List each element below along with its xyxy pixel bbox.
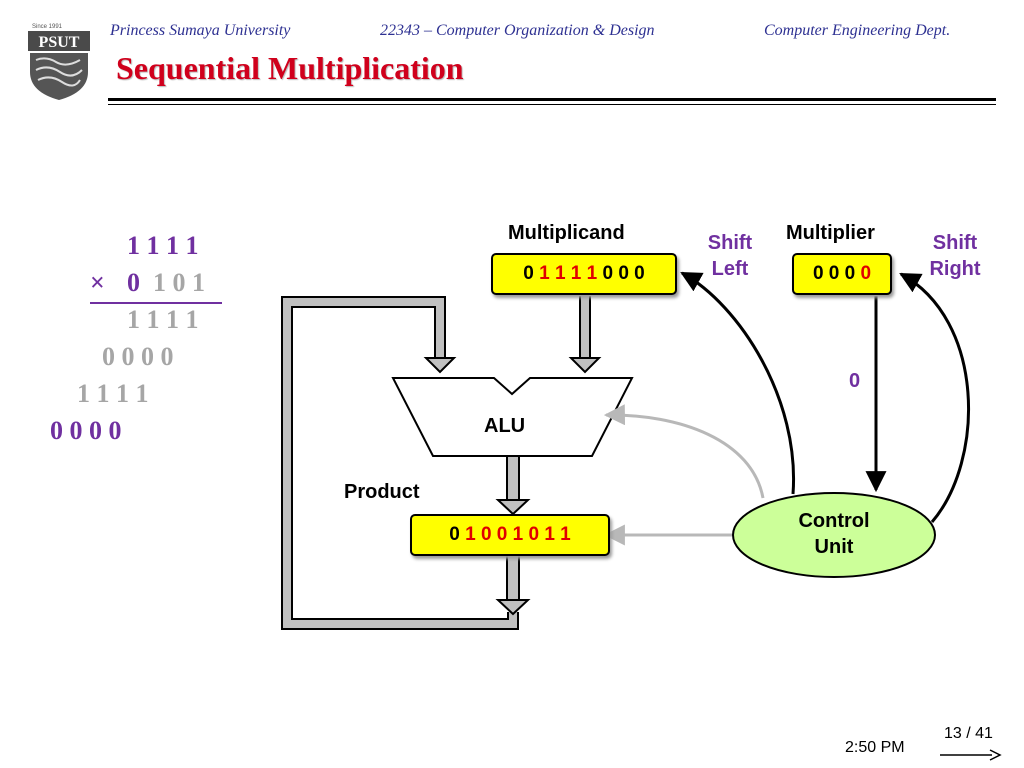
multiplier-reg-first: 0 0 0 bbox=[812, 263, 856, 284]
control-to-alu-arrow bbox=[603, 404, 765, 499]
bus-alu-left-input bbox=[423, 308, 457, 374]
multiplier-reg-highlight: 0 bbox=[860, 263, 872, 284]
shift-left-label: Shift Left bbox=[707, 232, 753, 280]
mult-multiplier-done: 1 0 1 bbox=[153, 268, 205, 297]
product-reg-first: 0 bbox=[449, 524, 460, 545]
bus-alu-to-product bbox=[495, 452, 531, 516]
multiplicand-label: Multiplicand bbox=[508, 222, 625, 244]
multiplicand-reg-highlight: 1 1 1 1 bbox=[539, 263, 598, 284]
logo-text: PSUT bbox=[39, 34, 80, 51]
shift-left-control-arrow bbox=[680, 271, 796, 495]
multiplicand-register: 0 1 1 1 1 0 0 0 bbox=[491, 253, 677, 295]
multiplicand-reg-rest: 0 0 0 bbox=[602, 263, 645, 284]
logo-since-text: Since 1991 bbox=[32, 24, 63, 30]
header-university: Princess Sumaya University bbox=[110, 22, 291, 39]
psut-logo: Since 1991 PSUT bbox=[28, 24, 90, 100]
mult-multiplier-active: 0 bbox=[127, 268, 140, 297]
footer-page-number: 13 / 41 bbox=[944, 725, 993, 742]
header-course: 22343 – Computer Organization & Design bbox=[380, 22, 655, 39]
bus-alu-right-input bbox=[568, 294, 602, 374]
control-unit-shape bbox=[732, 492, 936, 578]
product-reg-highlight: 1 0 0 1 0 1 1 bbox=[465, 524, 571, 545]
mult-partial-4: 0 0 0 0 bbox=[50, 416, 122, 445]
mult-underline bbox=[90, 302, 222, 304]
footer-time: 2:50 PM bbox=[845, 739, 905, 756]
slide-title: Sequential Multiplication bbox=[116, 50, 464, 86]
control-unit-label: Control Unit bbox=[798, 510, 870, 558]
multiplier-bit-out-label: 0 bbox=[849, 370, 861, 392]
multiplier-label: Multiplier bbox=[786, 222, 875, 244]
title-rule-thin bbox=[108, 104, 996, 105]
mult-multiplicand: 1 1 1 1 bbox=[127, 231, 199, 260]
shift-right-control-arrow bbox=[899, 272, 971, 523]
bus-product-output bbox=[495, 554, 531, 616]
next-slide-arrow-icon[interactable] bbox=[938, 748, 1002, 762]
header-department: Computer Engineering Dept. bbox=[764, 22, 951, 39]
feedback-bus bbox=[281, 296, 519, 630]
mult-partial-3: 1 1 1 1 bbox=[77, 379, 149, 408]
mult-partial-2: 0 0 0 0 bbox=[102, 342, 174, 371]
product-register: 0 1 0 0 1 0 1 1 bbox=[410, 514, 610, 556]
alu-shape bbox=[391, 377, 634, 457]
product-label: Product bbox=[344, 481, 420, 503]
alu-label: ALU bbox=[484, 415, 526, 437]
multiplier-register: 0 0 0 0 bbox=[792, 253, 892, 295]
multiplicand-reg-first: 0 bbox=[523, 263, 534, 284]
title-rule-thick bbox=[108, 98, 996, 101]
mult-times-sign: × bbox=[90, 268, 105, 297]
mult-partial-1: 1 1 1 1 bbox=[127, 305, 199, 334]
shift-right-label: Shift Right bbox=[929, 232, 981, 280]
